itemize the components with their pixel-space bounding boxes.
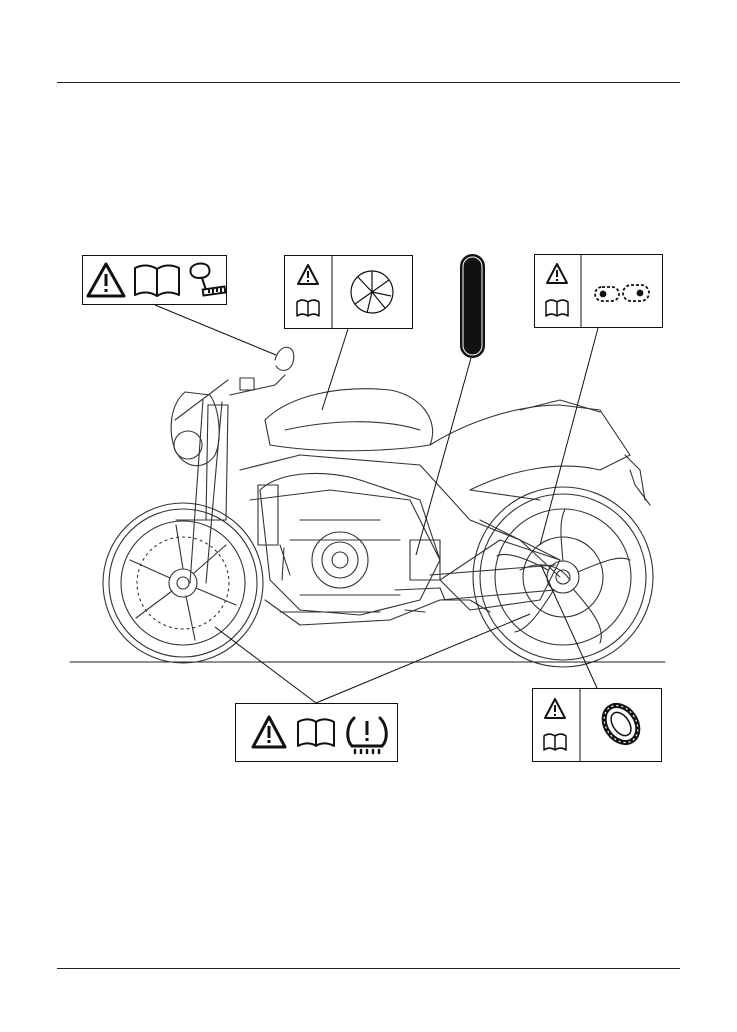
chain-warning-label [534,254,663,328]
owners-manual-icon [546,300,568,316]
frame-sticker-label [460,254,485,358]
mirror-warning-label [82,255,227,305]
chain-link-icon [595,285,649,301]
leader-line-chain [540,328,598,545]
warning-triangle-icon [298,265,318,284]
leader-line-tpms-rear [316,614,530,703]
mirror-icon [190,264,225,296]
tyre-icon [597,699,645,749]
fuel-pie-icon [351,271,393,313]
warning-triangle-icon [547,264,567,283]
leader-line-tpms-front [215,627,316,703]
owners-manual-icon [298,719,334,746]
warning-triangle-icon [88,264,124,296]
owners-manual-icon [135,265,179,296]
leader-line-sticker [416,358,471,555]
tyre-pressure-warning-label [235,703,398,762]
owners-manual-icon [544,734,566,750]
warning-triangle-icon [545,699,565,718]
leader-line-tyre [541,565,597,688]
tyre-warning-label [532,688,662,762]
owners-manual-icon [297,300,319,316]
warning-triangle-icon [253,717,285,747]
leader-line-fuel-tank [322,329,348,410]
leader-line-mirror [155,305,276,355]
vertical-black-sticker-icon [461,255,485,358]
fuel-tank-warning-label [284,255,413,329]
tpms-icon [348,718,387,753]
